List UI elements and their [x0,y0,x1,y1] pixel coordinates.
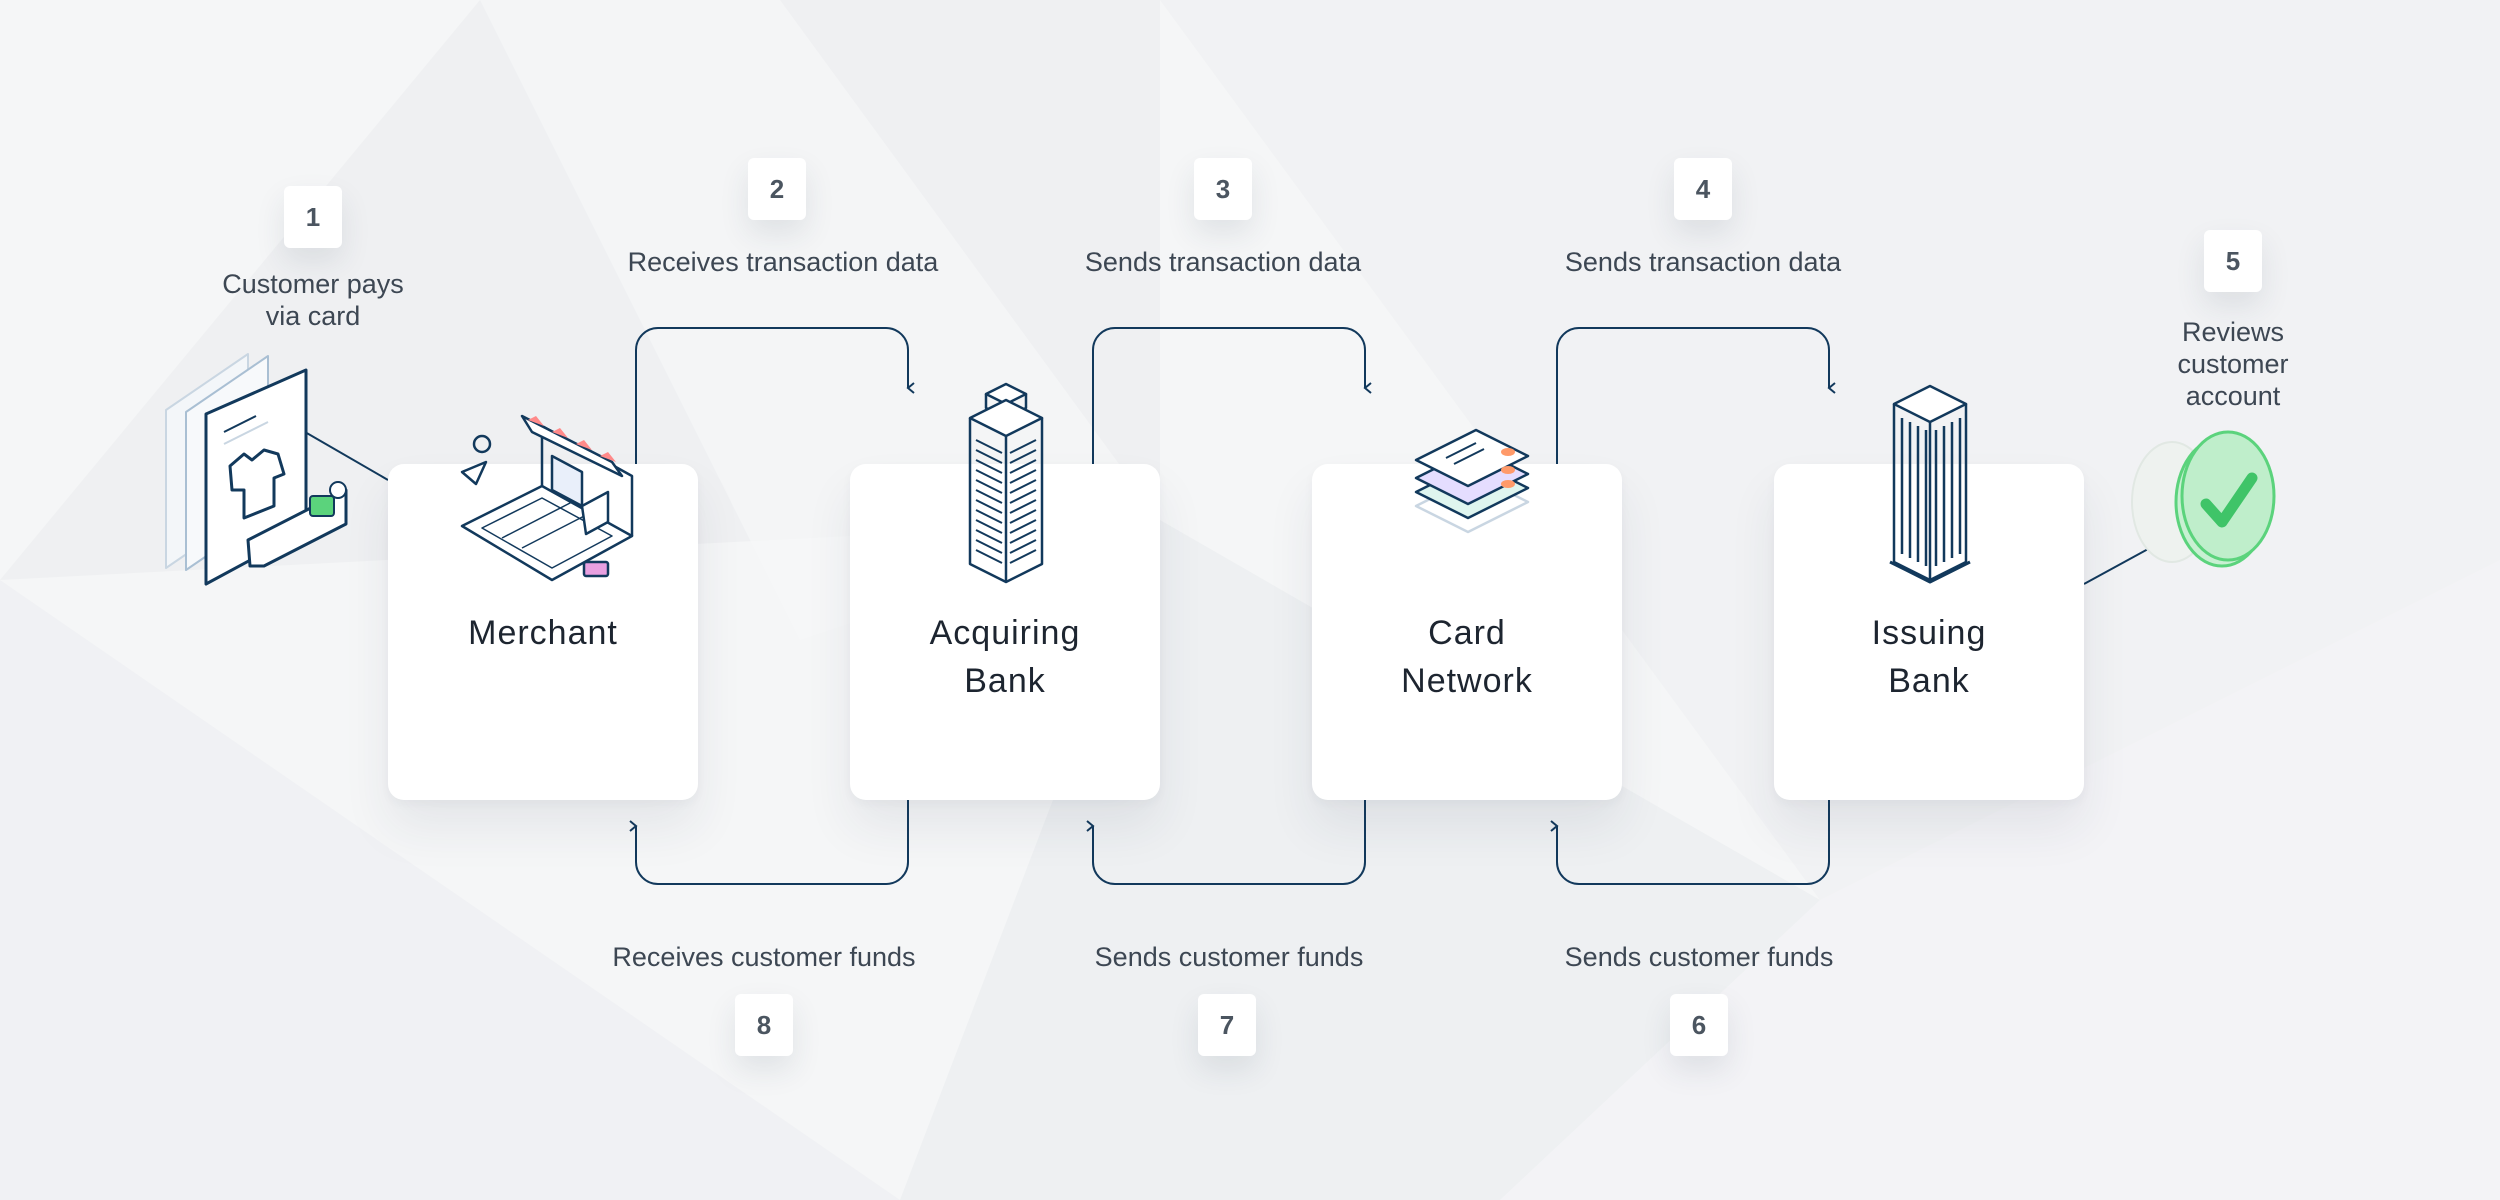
step-badge-7: 7 [1198,994,1256,1056]
payment-document-icon [165,353,348,586]
arrow-step-6 [1550,800,1830,885]
office-tower-icon [968,382,1044,584]
node-label: Card Network [1401,614,1533,700]
step-caption-6: Sends customer funds [1564,942,1834,972]
green-checkmark-icon [2131,430,2276,568]
step-caption-4: Sends transaction data [1564,247,1842,277]
step-caption-5: Reviews customer account [2177,317,2289,411]
step-caption-1: Customer pays via card [222,269,404,331]
step-badge-8: 8 [735,994,793,1056]
step-badge-6: 6 [1670,994,1728,1056]
arrow-step-2 [635,327,915,464]
step-caption-2: Receives transaction data [627,247,939,277]
arrow-step-4 [1556,327,1836,464]
node-label: Merchant [468,614,618,652]
step-caption-8: Receives customer funds [612,942,916,972]
arrow-step-3 [1092,327,1372,464]
arrow-step-8 [629,800,909,885]
step-badge-3: 3 [1194,158,1252,220]
node-label: Issuing Bank [1871,614,1987,700]
step-badge-2: 2 [748,158,806,220]
step-caption-7: Sends customer funds [1094,942,1364,972]
step-badge-1: 1 [284,186,342,248]
card-stack-icon [1414,428,1530,534]
skyscraper-icon [1889,384,1971,584]
step-badge-4: 4 [1674,158,1732,220]
step-badge-5: 5 [2204,230,2262,292]
node-label: Acquiring Bank [929,614,1081,700]
connector-start [304,431,389,481]
arrow-step-7 [1086,800,1366,885]
node-acquiring-bank: Acquiring Bank [850,464,1160,800]
node-merchant: Merchant [388,464,698,800]
step-caption-3: Sends transaction data [1084,247,1362,277]
storefront-laptop-icon [460,414,634,582]
